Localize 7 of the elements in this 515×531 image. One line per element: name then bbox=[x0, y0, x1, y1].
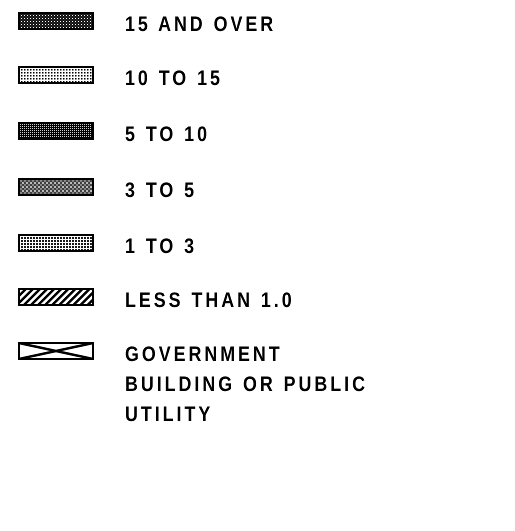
legend-label: 10 TO 15 bbox=[125, 66, 224, 92]
legend-label: 1 TO 3 bbox=[125, 234, 198, 260]
legend-label: 5 TO 10 bbox=[125, 122, 211, 148]
legend-label: 15 AND OVER bbox=[125, 12, 278, 38]
legend-label: 3 TO 5 bbox=[125, 178, 198, 204]
legend-label: LESS THAN 1.0 bbox=[125, 288, 296, 314]
legend-label: GOVERNMENT BUILDING OR PUBLIC UTILITY bbox=[125, 342, 369, 428]
